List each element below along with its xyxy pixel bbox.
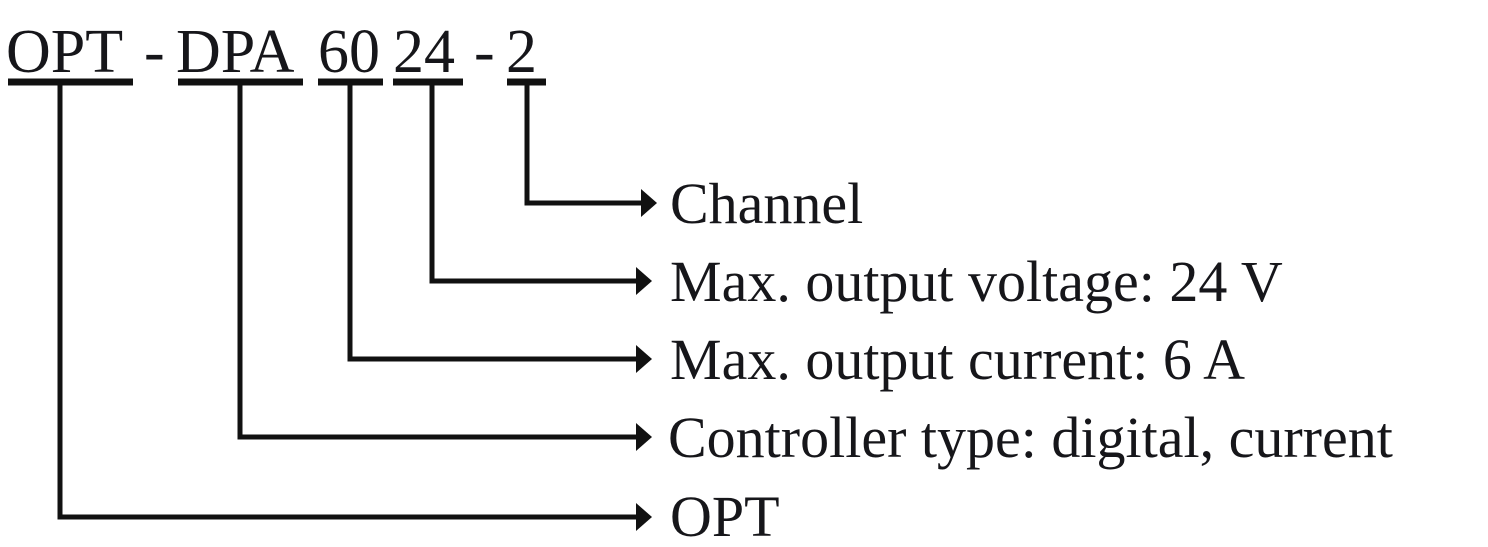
arrowhead-voltage: [636, 267, 652, 295]
leader-current: [347, 83, 652, 373]
callout-label-voltage: Max. output voltage: 24 V: [670, 249, 1283, 314]
segment-opt: OPT: [6, 18, 123, 86]
leader-path-brand: [57, 83, 636, 520]
segment-channel-code: 2: [506, 18, 537, 86]
part-number-row: OPT - DPA 60 24 - 2: [6, 18, 537, 86]
callout-labels: Channel Max. output voltage: 24 V Max. o…: [668, 171, 1393, 547]
arrowhead-controller-type: [636, 423, 652, 451]
segment-dpa: DPA: [176, 18, 295, 86]
leader-channel: [524, 83, 657, 217]
leader-path-current: [347, 83, 636, 362]
leader-controller-type: [237, 83, 652, 451]
segment-current-code: 60: [318, 18, 380, 86]
callout-label-current: Max. output current: 6 A: [670, 327, 1245, 392]
segment-separator-2: -: [474, 18, 495, 86]
segment-voltage-code: 24: [393, 18, 455, 86]
arrowhead-current: [636, 345, 652, 373]
arrowhead-channel: [641, 189, 657, 217]
leader-path-controller-type: [237, 83, 636, 440]
leader-voltage: [429, 83, 652, 295]
leader-path-voltage: [429, 83, 636, 284]
callout-label-brand: OPT: [670, 484, 780, 547]
leader-brand: [57, 83, 652, 531]
segment-separator-1: -: [144, 18, 165, 86]
arrowhead-brand: [636, 503, 652, 531]
callout-label-channel: Channel: [670, 171, 863, 236]
leader-path-channel: [524, 83, 641, 206]
callout-label-controller-type: Controller type: digital, current: [668, 405, 1393, 470]
